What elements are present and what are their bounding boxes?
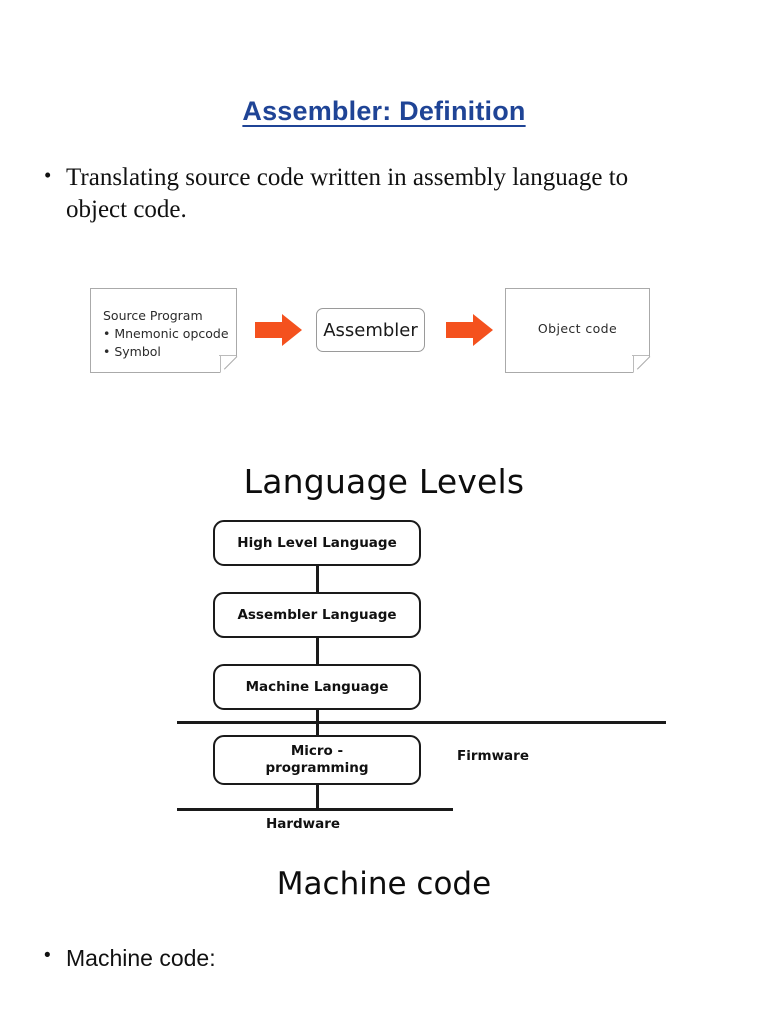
- source-program-item-0: • Mnemonic opcode: [103, 326, 229, 342]
- machine-code-heading: Machine code: [276, 866, 492, 902]
- firmware-boundary-line: [177, 721, 666, 724]
- level-box-label: Assembler Language: [237, 606, 397, 623]
- hardware-boundary-line: [177, 808, 453, 811]
- source-program-item-1: • Symbol: [103, 344, 161, 360]
- bullet-marker-icon: •: [44, 945, 51, 966]
- page-fold-base-icon: [219, 355, 236, 356]
- bullet-text-machine-code: Machine code:: [66, 945, 216, 971]
- level-box-machine-language: Machine Language: [213, 664, 421, 710]
- bullet-item-machine-code: • Machine code:: [44, 944, 684, 973]
- object-code-label: Object code: [537, 321, 618, 336]
- source-program-title: Source Program: [103, 308, 203, 323]
- bullet-text-definition: Translating source code written in assem…: [66, 164, 629, 223]
- page-title: Assembler: Definition: [0, 96, 768, 127]
- level-box-assembler-language: Assembler Language: [213, 592, 421, 638]
- page-fold-base-icon: [632, 355, 649, 356]
- source-program-text: Source Program • Mnemonic opcode • Symbo…: [103, 307, 229, 361]
- bullet-marker-icon: •: [44, 163, 52, 187]
- page-fold-edge-icon: [633, 355, 634, 372]
- language-levels-heading: Language Levels: [243, 462, 525, 501]
- object-code-document: Object code: [505, 288, 651, 373]
- connector-line: [316, 708, 319, 737]
- level-box-label-line-2: programming: [265, 760, 369, 776]
- bullet-item-definition: • Translating source code written in ass…: [44, 162, 684, 226]
- level-box-micro-programming: Micro - programming: [213, 735, 421, 785]
- level-box-label: Micro - programming: [265, 743, 368, 777]
- connector-line: [316, 636, 319, 666]
- arrow-assembler-to-object-icon: [446, 313, 494, 347]
- connector-line: [316, 564, 319, 594]
- level-box-label-line-1: Micro -: [290, 743, 344, 760]
- page-fold-edge-icon: [220, 355, 221, 372]
- page-title-text: Assembler: Definition: [242, 96, 526, 126]
- arrow-source-to-assembler-icon: [255, 313, 303, 347]
- hardware-label: Hardware: [265, 816, 341, 832]
- firmware-label: Firmware: [457, 748, 529, 764]
- assembler-flow-diagram: Source Program • Mnemonic opcode • Symbo…: [0, 282, 768, 382]
- assembler-box: Assembler: [316, 308, 425, 352]
- level-box-high-level-language: High Level Language: [213, 520, 421, 566]
- level-box-label: High Level Language: [237, 534, 397, 551]
- level-box-label: Machine Language: [245, 678, 389, 695]
- source-program-document: Source Program • Mnemonic opcode • Symbo…: [90, 288, 238, 373]
- connector-line: [316, 783, 319, 810]
- assembler-box-label: Assembler: [323, 319, 418, 341]
